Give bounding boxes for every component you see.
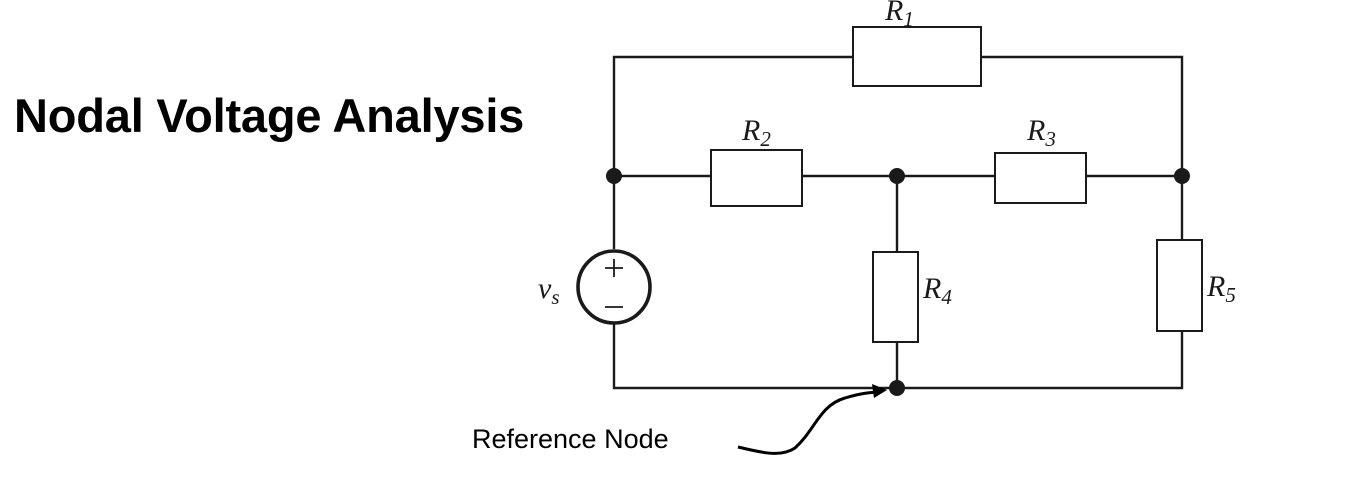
label-r5: R5 [1206, 270, 1236, 307]
reference-arrow [737, 384, 887, 455]
resistor-r2 [710, 149, 803, 207]
wire-source-bottom [612, 324, 897, 390]
wires [612, 55, 1184, 390]
voltage-source-circle [576, 249, 652, 325]
node-left [606, 168, 622, 184]
label-r4: R4 [922, 272, 952, 309]
plus-sign-icon [605, 259, 623, 277]
node-right [1174, 168, 1190, 184]
node-middle [889, 168, 905, 184]
wire-top-left [612, 55, 853, 176]
node-reference [889, 380, 905, 396]
arrow-curve [737, 390, 877, 455]
label-vs: vs [538, 272, 560, 309]
resistor-r1 [852, 26, 982, 87]
wire-r5-bottom [897, 331, 1184, 390]
resistor-r3 [994, 152, 1087, 204]
reference-node-label: Reference Node [472, 424, 669, 454]
wire-top-right [981, 55, 1184, 176]
voltage-source [576, 249, 652, 325]
label-r2: R2 [741, 114, 771, 151]
label-r3: R3 [1026, 114, 1056, 151]
arrowhead-icon [872, 384, 887, 398]
slide-title: Nodal Voltage Analysis [14, 89, 525, 142]
resistor-r5 [1156, 239, 1203, 332]
label-r1: R1 [884, 0, 914, 31]
resistor-r4 [872, 251, 919, 343]
